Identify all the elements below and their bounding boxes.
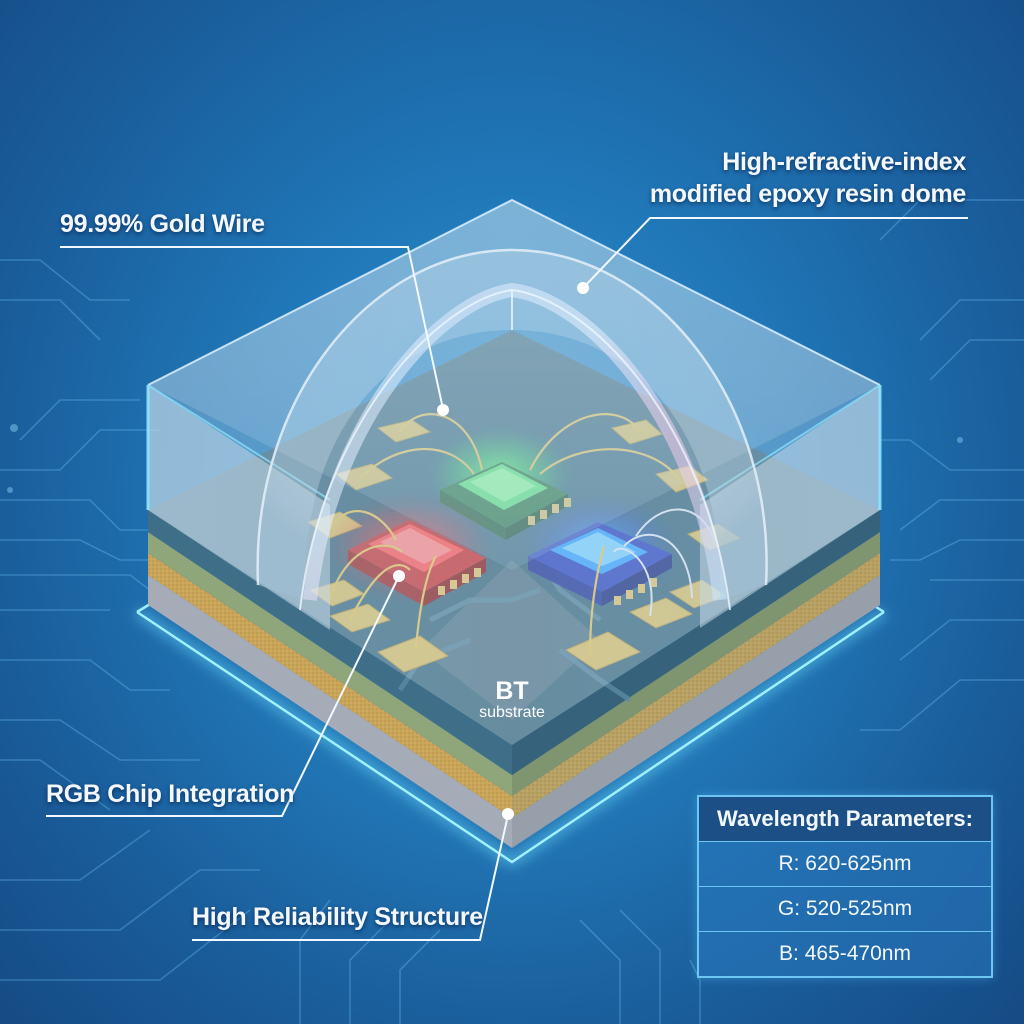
- leader-gold-wire: [60, 246, 444, 410]
- callout-dome-label: High-refractive-index modified epoxy res…: [650, 146, 966, 210]
- wavelength-row-red: R: 620-625nm: [699, 841, 991, 886]
- substrate-layers: [148, 510, 880, 848]
- callout-gold-wire-label: 99.99% Gold Wire: [60, 210, 265, 238]
- epoxy-dome: [256, 248, 768, 611]
- leader-reliability: [192, 814, 509, 941]
- wavelength-table-title: Wavelength Parameters:: [699, 797, 991, 841]
- leader-rgb: [46, 575, 400, 817]
- callout-dot-icon: [393, 570, 405, 582]
- callout-rgb-chip-label: RGB Chip Integration: [46, 780, 295, 808]
- wavelength-parameters-table: Wavelength Parameters: R: 620-625nm G: 5…: [697, 795, 993, 978]
- leader-dome: [582, 217, 968, 289]
- callout-dot-icon: [502, 808, 514, 820]
- wavelength-row-green: G: 520-525nm: [699, 886, 991, 931]
- callout-dome-line2: modified epoxy resin dome: [649, 180, 966, 208]
- callout-reliability-label: High Reliability Structure: [192, 903, 483, 931]
- bt-substrate-label: BT substrate: [470, 678, 554, 722]
- callout-dome-line1: High-refractive-index: [722, 148, 966, 176]
- bt-substrate-main: BT: [495, 677, 529, 705]
- circuit-traces: [0, 199, 1024, 1024]
- callout-dot-icon: [437, 404, 449, 416]
- bt-substrate-sub: substrate: [479, 704, 545, 721]
- wavelength-row-blue: B: 465-470nm: [699, 931, 991, 976]
- callout-leaders: [46, 217, 968, 941]
- circuit-trace-dots: [7, 424, 963, 493]
- callout-dot-icon: [577, 282, 589, 294]
- callout-dots: [393, 282, 589, 820]
